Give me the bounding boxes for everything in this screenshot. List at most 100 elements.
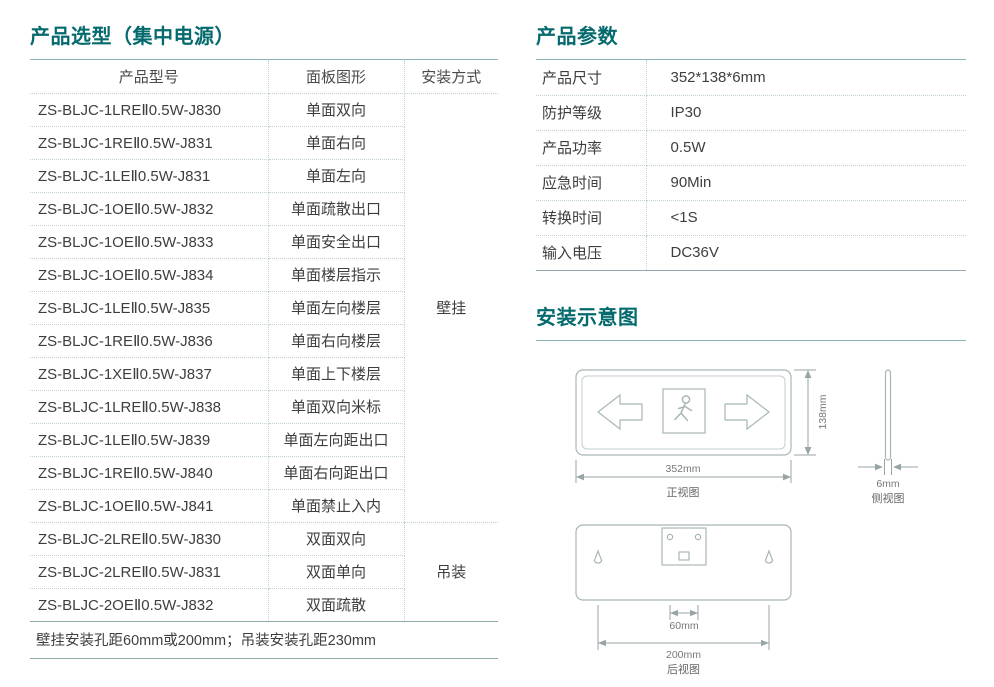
model-cell: ZS-BLJC-1REⅡ0.5W-J836	[30, 324, 269, 358]
panel-cell: 单面右向楼层	[268, 324, 405, 358]
side-thickness-label: 6mm	[876, 478, 900, 490]
parameter-value: IP30	[646, 95, 966, 131]
parameter-label: 防护等级	[536, 95, 647, 131]
panel-cell: 单面疏散出口	[268, 192, 405, 226]
back-inner-label: 60mm	[669, 620, 698, 632]
running-man-icon	[674, 394, 693, 421]
panel-cell: 单面安全出口	[268, 225, 405, 259]
model-cell: ZS-BLJC-1LEⅡ0.5W-J839	[30, 423, 269, 457]
panel-cell: 单面右向	[268, 126, 405, 160]
panel-cell: 单面左向距出口	[268, 423, 405, 457]
mount-ceiling-cell: 吊装	[404, 522, 498, 622]
installation-title: 安装示意图	[536, 301, 966, 341]
product-selection-section: 产品选型（集中电源） 产品型号 面板图形 安装方式 ZS-BLJC-1LREⅡ0…	[30, 20, 498, 680]
parameter-value: 352*138*6mm	[646, 60, 966, 96]
keyhole-left-icon	[593, 548, 603, 564]
parameter-row: 转换时间<1S	[536, 200, 966, 236]
header-cell-model: 产品型号	[30, 60, 269, 94]
parameter-label: 输入电压	[536, 235, 647, 271]
side-view-group: 6mm 侧视图	[858, 368, 918, 505]
parameter-value: 0.5W	[646, 130, 966, 166]
model-cell: ZS-BLJC-1OEⅡ0.5W-J834	[30, 258, 269, 292]
model-cell: ZS-BLJC-1LEⅡ0.5W-J831	[30, 159, 269, 193]
parameter-label: 转换时间	[536, 200, 647, 236]
parameters-title: 产品参数	[536, 20, 966, 60]
sign-inner-outline	[581, 375, 786, 449]
model-cell: ZS-BLJC-1OEⅡ0.5W-J832	[30, 192, 269, 226]
panel-cell: 单面右向距出口	[268, 456, 405, 490]
panel-cell: 单面楼层指示	[268, 258, 405, 292]
model-cell: ZS-BLJC-1REⅡ0.5W-J831	[30, 126, 269, 160]
keyhole-right-icon	[764, 548, 774, 564]
front-view-group: 352mm 正视图 138mm	[575, 368, 829, 499]
model-cell: ZS-BLJC-2LREⅡ0.5W-J830	[30, 522, 269, 556]
parameter-label: 产品功率	[536, 130, 647, 166]
panel-cell: 单面左向	[268, 159, 405, 193]
left-arrow-icon	[597, 393, 643, 430]
installation-diagram-section: 安装示意图	[536, 301, 966, 680]
panel-cell: 双面单向	[268, 555, 405, 589]
panel-cell: 单面上下楼层	[268, 357, 405, 391]
header-cell-panel: 面板图形	[268, 60, 405, 94]
mount-wall-cell: 壁挂	[404, 93, 498, 523]
model-cell: ZS-BLJC-2OEⅡ0.5W-J832	[30, 588, 269, 622]
model-cell: ZS-BLJC-1LEⅡ0.5W-J835	[30, 291, 269, 325]
door-frame	[662, 387, 706, 434]
selection-footnote: 壁挂安装孔距60mm或200mm；吊装安装孔距230mm	[30, 620, 498, 659]
back-outer-label: 200mm	[666, 649, 701, 661]
header-cell-mount: 安装方式	[404, 60, 498, 94]
thickness-dimension: 6mm 侧视图	[858, 458, 918, 505]
back-caption: 后视图	[667, 662, 700, 676]
parameter-label: 产品尺寸	[536, 60, 647, 96]
model-cell: ZS-BLJC-2LREⅡ0.5W-J831	[30, 555, 269, 589]
panel-cell: 单面双向米标	[268, 390, 405, 424]
panel-cell: 双面疏散	[268, 588, 405, 622]
model-cell: ZS-BLJC-1LREⅡ0.5W-J830	[30, 93, 269, 127]
inner-dimension: 60mm	[669, 604, 699, 632]
panel-cell: 单面禁止入内	[268, 489, 405, 523]
bracket	[661, 526, 707, 566]
panel-cell: 双面双向	[268, 522, 405, 556]
parameter-value: DC36V	[646, 235, 966, 271]
panel-cell: 单面双向	[268, 93, 405, 127]
sign-outline	[575, 368, 792, 456]
outer-dimension: 200mm 后视图	[597, 604, 770, 676]
selection-header-row: 产品型号 面板图形 安装方式	[30, 60, 498, 94]
installation-diagram: 352mm 正视图 138mm	[575, 368, 918, 676]
front-height-label: 138mm	[817, 394, 829, 429]
front-width-label: 352mm	[665, 463, 700, 475]
right-arrow-icon	[724, 393, 770, 430]
side-profile	[884, 368, 892, 461]
side-caption: 侧视图	[872, 491, 905, 505]
width-dimension: 352mm 正视图	[575, 459, 792, 499]
height-dimension: 138mm	[794, 369, 829, 455]
model-cell: ZS-BLJC-1OEⅡ0.5W-J833	[30, 225, 269, 259]
back-outline	[575, 523, 792, 601]
